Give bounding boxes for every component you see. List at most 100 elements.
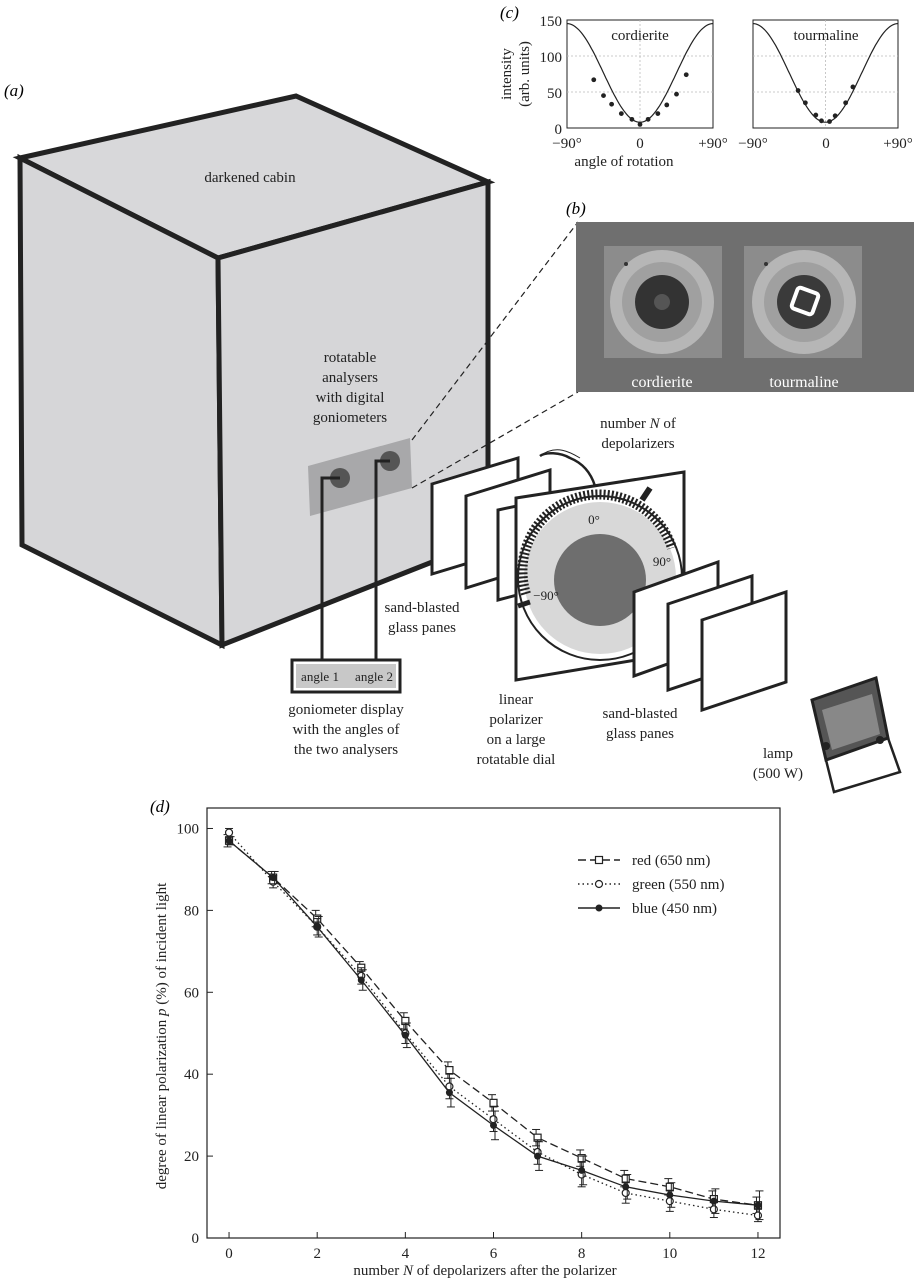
inset-chart-tourmaline xyxy=(752,19,899,129)
svg-text:−90°: −90° xyxy=(552,136,581,152)
svg-text:−90°: −90° xyxy=(738,136,767,152)
data-point xyxy=(622,1183,630,1191)
inset-data-point xyxy=(664,102,670,108)
data-point xyxy=(401,1031,409,1039)
main-ylabel: degree of linear polarization p (%) of i… xyxy=(154,882,170,1189)
data-point xyxy=(578,1166,586,1174)
data-point xyxy=(621,1174,630,1183)
svg-text:(500 W): (500 W) xyxy=(753,766,803,782)
dial-0-label: 0° xyxy=(588,512,600,527)
svg-text:goniometers: goniometers xyxy=(313,410,387,426)
data-point xyxy=(269,874,277,882)
svg-text:polarizer: polarizer xyxy=(489,712,542,728)
data-point xyxy=(665,1197,674,1206)
svg-text:+90°: +90° xyxy=(698,136,727,152)
svg-text:0: 0 xyxy=(636,136,644,152)
data-point xyxy=(490,1121,497,1129)
inset-data-point xyxy=(655,111,661,116)
goniometer-caption: goniometer display with the angles of th… xyxy=(288,702,404,758)
legend-marker xyxy=(594,855,604,865)
inset-yticks: 150 100 50 0 xyxy=(540,14,563,138)
svg-text:0: 0 xyxy=(555,122,563,138)
data-point xyxy=(225,837,233,845)
inset-data-point xyxy=(827,119,832,124)
x-tick-label: 6 xyxy=(490,1246,498,1262)
svg-text:lamp: lamp xyxy=(763,746,793,762)
data-point xyxy=(665,1182,674,1191)
inset-data-point xyxy=(637,122,643,127)
data-point xyxy=(709,1205,718,1214)
leader-line-bottom xyxy=(411,391,579,489)
panes-right-label: sand-blasted glass panes xyxy=(603,706,678,742)
x-tick-label: 0 xyxy=(225,1246,233,1262)
series-line xyxy=(228,840,759,1206)
svg-text:rotatable dial: rotatable dial xyxy=(477,752,556,768)
data-point xyxy=(313,923,321,931)
data-point xyxy=(577,1154,586,1163)
inset-data-point xyxy=(629,116,635,122)
photo-label-cordierite: cordierite xyxy=(631,374,692,391)
inset-data-point xyxy=(683,72,689,78)
svg-text:0: 0 xyxy=(822,136,830,152)
y-tick-label: 100 xyxy=(177,821,200,837)
data-point xyxy=(534,1152,542,1160)
data-point xyxy=(666,1191,674,1199)
data-point xyxy=(445,1089,453,1097)
inset-data-point xyxy=(813,112,819,118)
inset-data-point xyxy=(843,100,849,106)
svg-text:glass panes: glass panes xyxy=(606,726,674,742)
depolarizers-brace xyxy=(539,452,597,487)
svg-text:+90°: +90° xyxy=(883,136,912,152)
dial-90-label: 90° xyxy=(653,554,671,569)
series-line xyxy=(228,840,759,1206)
svg-text:100: 100 xyxy=(540,50,563,66)
photo-label-tourmaline: tourmaline xyxy=(769,374,838,391)
leader-line-top xyxy=(411,221,579,441)
panel-label-c: (c) xyxy=(500,3,519,22)
display-angle-2: angle 2 xyxy=(355,669,393,684)
y-tick-label: 0 xyxy=(192,1231,200,1247)
inset-data-point xyxy=(609,101,615,107)
legend-marker xyxy=(595,904,603,912)
lamp-label: lamp (500 W) xyxy=(753,746,803,782)
inset-data-point xyxy=(832,113,838,119)
panel-label-b: (b) xyxy=(566,199,586,218)
svg-text:linear: linear xyxy=(499,692,533,708)
inset-xlabel: angle of rotation xyxy=(574,154,674,170)
inset-data-point xyxy=(601,93,606,98)
svg-text:with digital: with digital xyxy=(316,390,385,406)
data-point xyxy=(489,1115,498,1124)
data-point xyxy=(445,1065,454,1075)
y-tick-label: 80 xyxy=(184,903,199,919)
y-tick-label: 20 xyxy=(184,1149,199,1165)
x-tick-label: 12 xyxy=(750,1246,765,1262)
legend-label: blue (450 nm) xyxy=(632,901,717,917)
crystal-photo xyxy=(576,222,914,392)
inset-data-point xyxy=(618,111,624,116)
y-tick-label: 60 xyxy=(184,985,199,1001)
inset-ylabel-line1: intensity xyxy=(499,48,515,100)
panel-label-d: (d) xyxy=(150,797,170,816)
cable-1 xyxy=(320,476,340,660)
x-tick-label: 10 xyxy=(662,1246,677,1262)
data-point xyxy=(754,1201,762,1209)
inset-data-point xyxy=(674,91,679,97)
x-tick-label: 8 xyxy=(578,1246,586,1262)
series-blue xyxy=(225,836,764,1221)
svg-text:rotatable: rotatable xyxy=(324,350,377,366)
cabin-label: darkened cabin xyxy=(204,170,296,186)
darkened-cabin xyxy=(12,93,496,650)
dial-minus90-label: −90° xyxy=(533,588,559,603)
cable-2 xyxy=(374,459,390,660)
y-tick-label: 40 xyxy=(184,1067,199,1083)
data-point xyxy=(489,1098,498,1107)
main-xlabel: number N of depolarizers after the polar… xyxy=(353,1263,616,1279)
panes-left-label: sand-blasted glass panes xyxy=(385,600,460,636)
svg-text:with the angles of: with the angles of xyxy=(292,722,399,738)
glass-panes-right xyxy=(632,559,788,713)
legend-label: green (550 nm) xyxy=(632,877,724,893)
inset-data-point xyxy=(591,77,597,83)
data-point xyxy=(357,976,365,984)
